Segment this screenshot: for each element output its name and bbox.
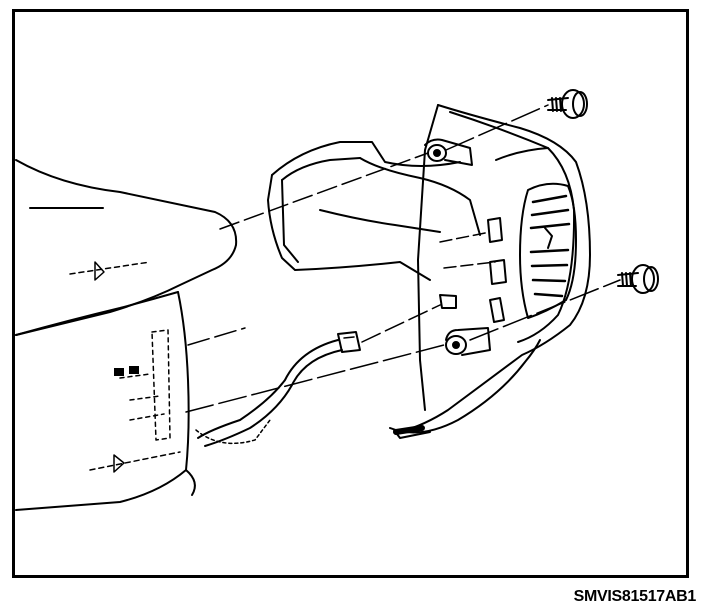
vent-duct-housing: [267, 141, 481, 281]
dashboard-panel: [15, 159, 238, 511]
mounting-screw-lower: [617, 264, 659, 294]
figure-frame: [12, 9, 689, 578]
alignment-lines: [185, 104, 621, 413]
wiring-harness-connector: [195, 331, 361, 447]
center-air-vent-assembly: [389, 104, 591, 439]
mounting-screw-upper: [547, 89, 588, 119]
figure-code: SMVIS81517AB1: [573, 588, 697, 605]
